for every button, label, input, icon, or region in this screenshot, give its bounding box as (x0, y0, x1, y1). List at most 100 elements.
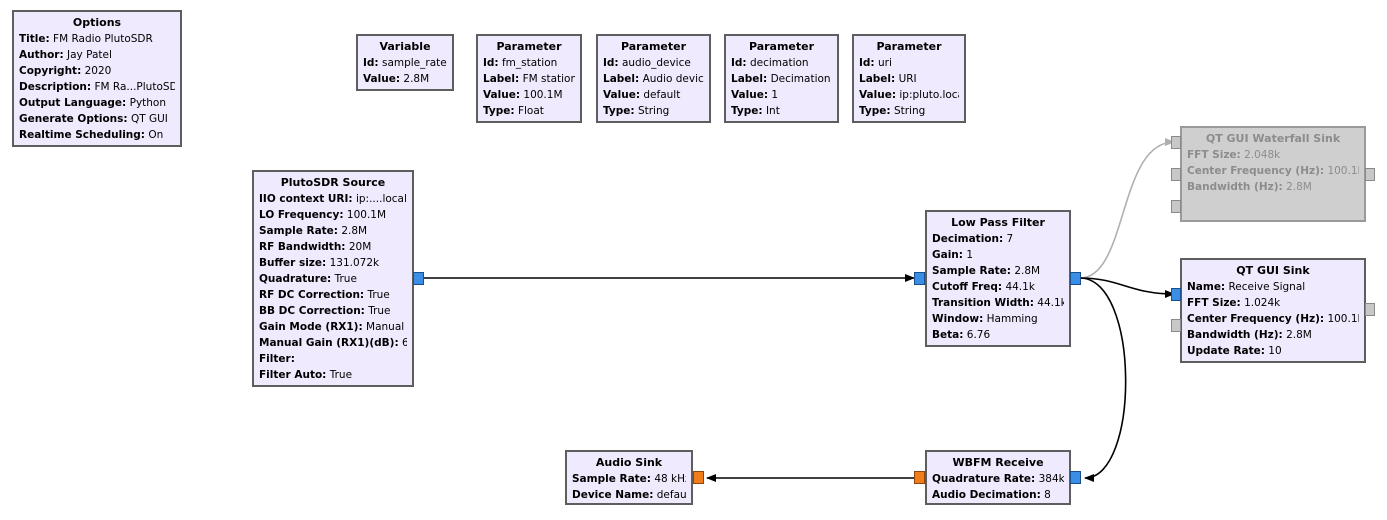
param-label: Filter: (259, 353, 295, 365)
param-row: Filter Auto: True (259, 367, 407, 383)
wbfm-input-port[interactable] (1070, 471, 1081, 484)
waterfall-input-port-2[interactable] (1171, 168, 1181, 181)
waterfall-input-port-1[interactable] (1171, 136, 1181, 149)
param-row: Copyright: 2020 (19, 63, 175, 79)
param-value: FM Radio PlutoSDR (53, 33, 153, 45)
param-row: Id: uri (859, 55, 959, 71)
wire-lpf-to-waterfall[interactable] (1079, 138, 1175, 279)
param-value: decimation (749, 57, 809, 69)
param-value: Hamming (986, 313, 1038, 325)
lpf-output-port[interactable] (1070, 272, 1081, 285)
param-value: Manual (366, 321, 405, 333)
param-value: 6.76 (966, 329, 991, 341)
param-value: Int (765, 105, 780, 117)
param-value: 44.1k (1037, 297, 1064, 309)
param-row: LO Frequency: 100.1M (259, 207, 407, 223)
param-value: 131.072k (329, 257, 380, 269)
block-title: Options (72, 16, 122, 29)
param-value: Receive Signal (1228, 281, 1306, 293)
param-label: FFT Size: (1187, 297, 1241, 309)
param-row: Id: fm_station (483, 55, 575, 71)
qt-sink-input-port[interactable] (1171, 288, 1181, 301)
param-value: 2.8M (1014, 265, 1041, 277)
param-label: Value: (483, 89, 521, 101)
wbfm-output-port[interactable] (914, 471, 925, 484)
param-value: default (656, 489, 686, 501)
param-label: Label: (603, 73, 640, 85)
param-value: Python (129, 97, 167, 109)
param-label: Output Language: (19, 97, 127, 109)
block-title: Low Pass Filter (951, 216, 1045, 229)
param-value: uri (877, 57, 892, 69)
block-title: Variable (379, 40, 431, 53)
param-label: FFT Size: (1187, 149, 1241, 161)
param-row: Description: FM Ra...PlutoSDR (19, 79, 175, 95)
param-value: default (643, 89, 681, 101)
waterfall-input-port-3[interactable] (1171, 200, 1181, 213)
param-label: LO Frequency: (259, 209, 344, 221)
audio-sink-input-port[interactable] (693, 471, 704, 484)
param-label: RF DC Correction: (259, 289, 365, 301)
param-row: Value: 1 (731, 87, 832, 103)
param-value: 1 (966, 249, 974, 261)
block-title: Parameter (748, 40, 815, 53)
param-label: Type: (483, 105, 515, 117)
param-row: Bandwidth (Hz): 2.8M (1187, 327, 1359, 343)
param-value: FM Ra...PlutoSDR (94, 81, 175, 93)
wire-lpf-to-qtsink[interactable] (1079, 277, 1175, 298)
param-label: Center Frequency (Hz): (1187, 165, 1325, 177)
plutosdr-output-port[interactable] (413, 272, 424, 285)
param-label: IIO context URI: (259, 193, 353, 205)
qt-sink-output-port[interactable] (1365, 303, 1375, 316)
param-label: Generate Options: (19, 113, 128, 125)
param-row: Value: 2.8M (363, 71, 447, 87)
param-value: 2.8M (341, 225, 368, 237)
param-label: Author: (19, 49, 64, 61)
param-row: FFT Size: 1.024k (1187, 295, 1359, 311)
lpf-input-port[interactable] (914, 272, 925, 285)
param-label: Window: (932, 313, 984, 325)
param-label: Device Name: (572, 489, 654, 501)
param-label: Id: (859, 57, 875, 69)
block-title: PlutoSDR Source (280, 176, 386, 189)
wire-lpf-to-wbfm[interactable] (1079, 277, 1127, 482)
param-row: Type: Int (731, 103, 832, 119)
param-row: Title: FM Radio PlutoSDR (19, 31, 175, 47)
param-row: BB DC Correction: True (259, 303, 407, 319)
param-value: QT GUI (130, 113, 168, 125)
param-row: Sample Rate: 2.8M (932, 263, 1064, 279)
plutosdr-source-block[interactable]: PlutoSDR Source IIO context URI: ip:....… (252, 170, 414, 387)
qt-sink-message-port[interactable] (1171, 319, 1181, 332)
waterfall-output-port[interactable] (1365, 168, 1375, 181)
param-label: Copyright: (19, 65, 82, 77)
param-row: Gain: 1 (932, 247, 1064, 263)
param-row: Label: URI (859, 71, 959, 87)
param-value: ip:pluto.local (899, 89, 959, 101)
param-value: 20M (348, 241, 372, 253)
param-value: FM station (522, 73, 575, 85)
param-label: Type: (603, 105, 635, 117)
audio-sink-block[interactable]: Audio Sink Sample Rate: 48 kHzDevice Nam… (565, 450, 693, 505)
param-label: Name: (1187, 281, 1226, 293)
block-title: Audio Sink (595, 456, 663, 469)
param-label: Id: (483, 57, 499, 69)
param-row: Value: ip:pluto.local (859, 87, 959, 103)
param-value: 64 (402, 337, 407, 349)
param-value: 48 kHz (654, 473, 686, 485)
